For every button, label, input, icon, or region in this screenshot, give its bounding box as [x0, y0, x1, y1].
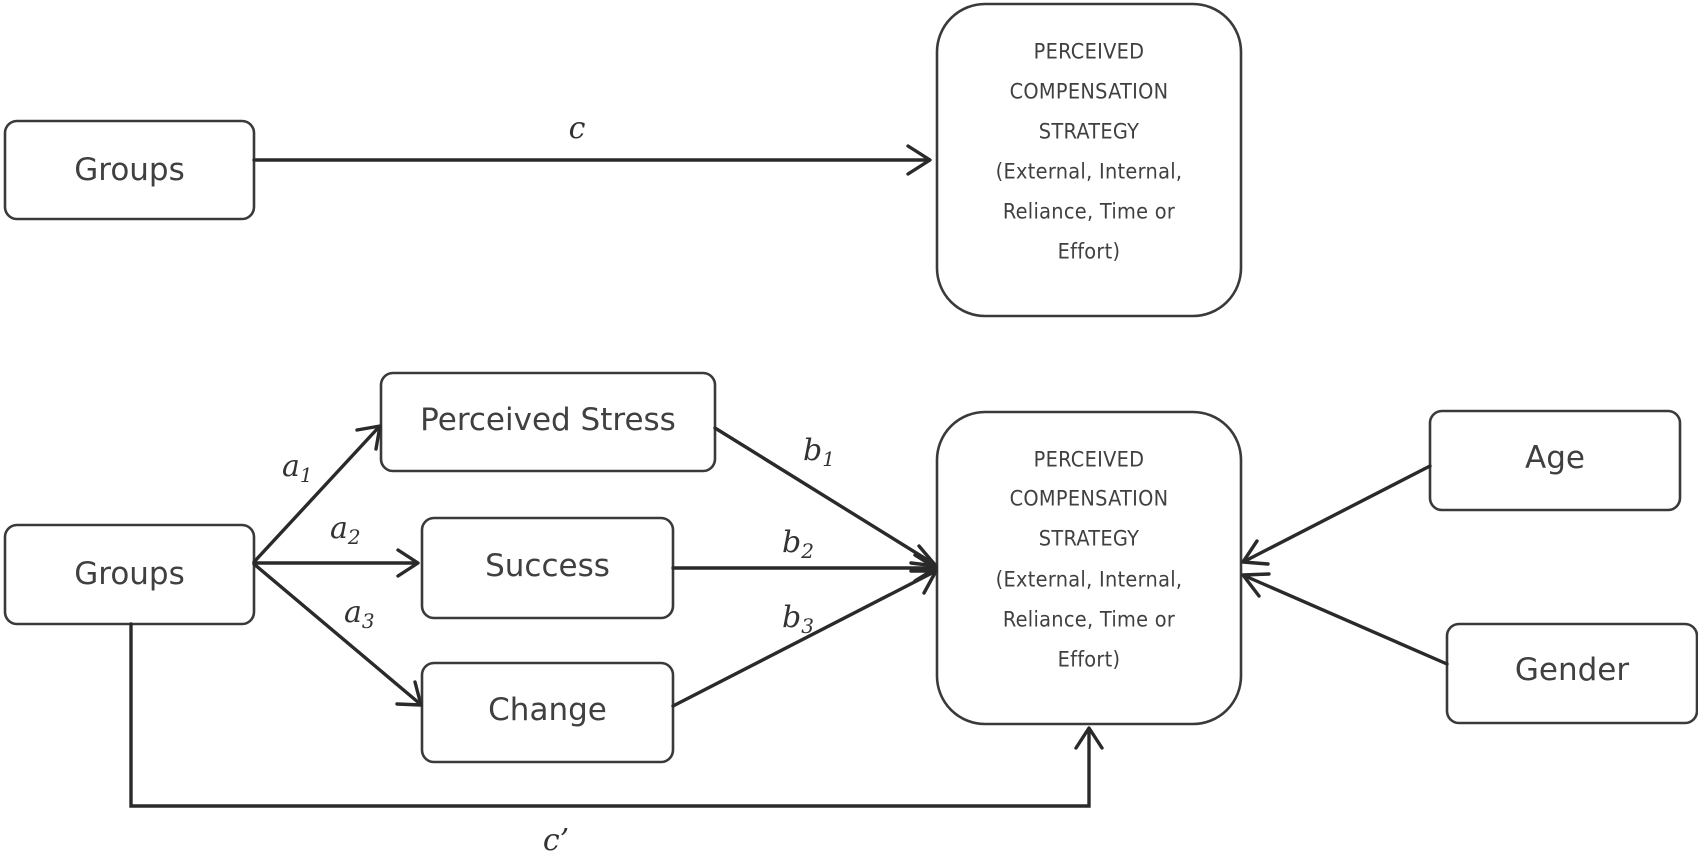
path-b2-label: b2 [782, 525, 814, 563]
age-box [1428, 409, 1682, 512]
path-a3-arrowhead [395, 680, 423, 707]
outcome-line: COMPENSATION [1010, 487, 1169, 512]
path-c-label: c [569, 111, 586, 146]
change-box [420, 661, 675, 764]
path-b3-arrowhead [909, 569, 938, 595]
outcome-line: Reliance, Time or [1003, 608, 1175, 633]
path-a1-line [252, 426, 380, 564]
path-a1-label: a1 [282, 449, 313, 487]
path-c-prime-line [129, 622, 1091, 808]
path-b3-line [671, 570, 936, 708]
outcome-line: Effort) [1058, 240, 1121, 265]
path-b1-label: b1 [803, 433, 835, 471]
path-c-prime-arrowhead [1074, 726, 1104, 750]
path-a2-label: a2 [330, 511, 361, 549]
change-label: Change [488, 692, 607, 728]
path-a3-label: a3 [344, 595, 375, 633]
outcome-text-top: PERCEIVED COMPENSATION STRATEGY (Externa… [996, 40, 1183, 265]
groups-label-top: Groups [74, 152, 185, 188]
path-a3-line [252, 562, 421, 705]
gender-label: Gender [1515, 652, 1629, 688]
groups-box-top [3, 119, 256, 221]
path-c-arrowhead [906, 144, 932, 176]
outcome-line: (External, Internal, [996, 160, 1183, 185]
outcome-text-bottom: PERCEIVED COMPENSATION STRATEGY (Externa… [996, 448, 1183, 673]
gender-path-line [1243, 574, 1449, 666]
path-b1-line [713, 426, 936, 566]
path-a1-arrowhead [355, 424, 382, 451]
outcome-line: (External, Internal, [996, 568, 1183, 593]
perceived-stress-box [379, 371, 717, 473]
outcome-line: Effort) [1058, 648, 1121, 673]
gender-box [1445, 622, 1698, 725]
outcome-line: STRATEGY [1039, 120, 1139, 145]
outcome-line: PERCEIVED [1034, 448, 1145, 473]
age-label: Age [1525, 440, 1585, 476]
path-c-prime-label: c’ [543, 823, 569, 858]
perceived-stress-label: Perceived Stress [420, 402, 676, 438]
outcome-box-top [935, 2, 1243, 318]
path-b3-label: b3 [782, 600, 814, 638]
gender-path-arrowhead [1241, 572, 1271, 598]
outcome-line: COMPENSATION [1010, 80, 1169, 105]
outcome-line: Reliance, Time or [1003, 200, 1175, 225]
groups-label-bottom: Groups [74, 556, 185, 592]
path-a2-arrowhead [396, 548, 420, 578]
path-b1-arrowhead [909, 544, 938, 568]
outcome-line: PERCEIVED [1034, 40, 1145, 65]
age-path-arrowhead [1241, 539, 1270, 566]
age-path-line [1243, 464, 1432, 563]
outcome-line: STRATEGY [1039, 527, 1139, 552]
success-label: Success [485, 548, 610, 584]
